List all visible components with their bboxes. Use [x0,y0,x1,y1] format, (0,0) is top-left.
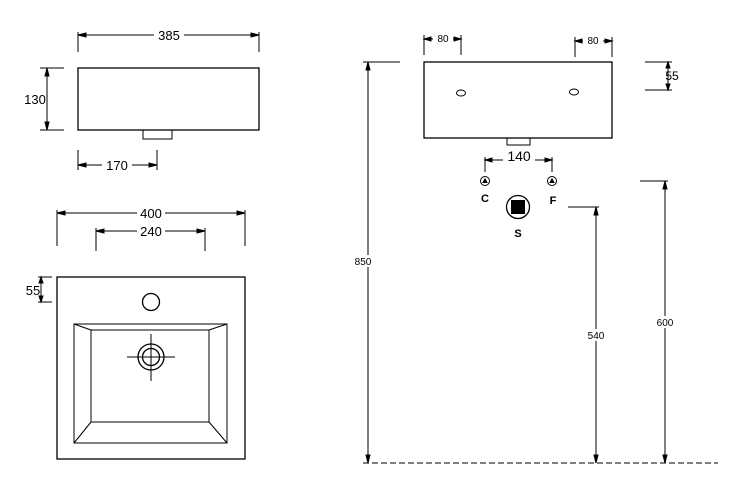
dim-label-140: 140 [507,148,531,164]
cold-supply-symbol [480,176,490,186]
dim-label-55-front: 55 [665,69,679,83]
dim-label-385: 385 [158,28,180,43]
drain-connection-symbol [505,194,531,220]
dim-label-170: 170 [106,158,128,173]
front-view [363,35,718,464]
top-view [38,210,246,460]
drain-pipe-side [142,129,173,140]
height-dimension-130 [40,67,64,131]
tap-height-dimension [645,60,672,92]
cold-label: C [481,193,489,205]
dim-label-130: 130 [24,92,46,107]
bowl-inner-edge [90,329,210,423]
drain-label: S [514,228,521,240]
tap-hole-right [569,88,579,96]
hot-supply-symbol [547,176,557,186]
tap-hole [141,292,161,312]
dim-label-400: 400 [140,206,162,221]
dim-label-55-top: 55 [26,283,40,298]
drain-pipe-front [506,137,531,146]
dim-label-540: 540 [588,331,605,342]
dim-label-850: 850 [355,257,372,268]
bowl-outer-edge [73,323,228,444]
basin-top-outline [56,276,246,460]
dim-label-80-left: 80 [437,34,449,45]
dim-label-600: 600 [657,318,674,329]
dim-label-80-right: 80 [587,36,599,47]
tap-hole-left [456,89,466,97]
tap-offset-left-dimension [422,35,463,55]
hot-label: F [550,195,557,207]
dim-label-240: 240 [140,224,162,239]
drain-outlet-top [127,334,175,381]
tap-hole-dimension-55 [38,275,52,304]
side-view [40,32,260,170]
basin-front-outline [423,61,613,139]
basin-side-outline [77,67,260,131]
